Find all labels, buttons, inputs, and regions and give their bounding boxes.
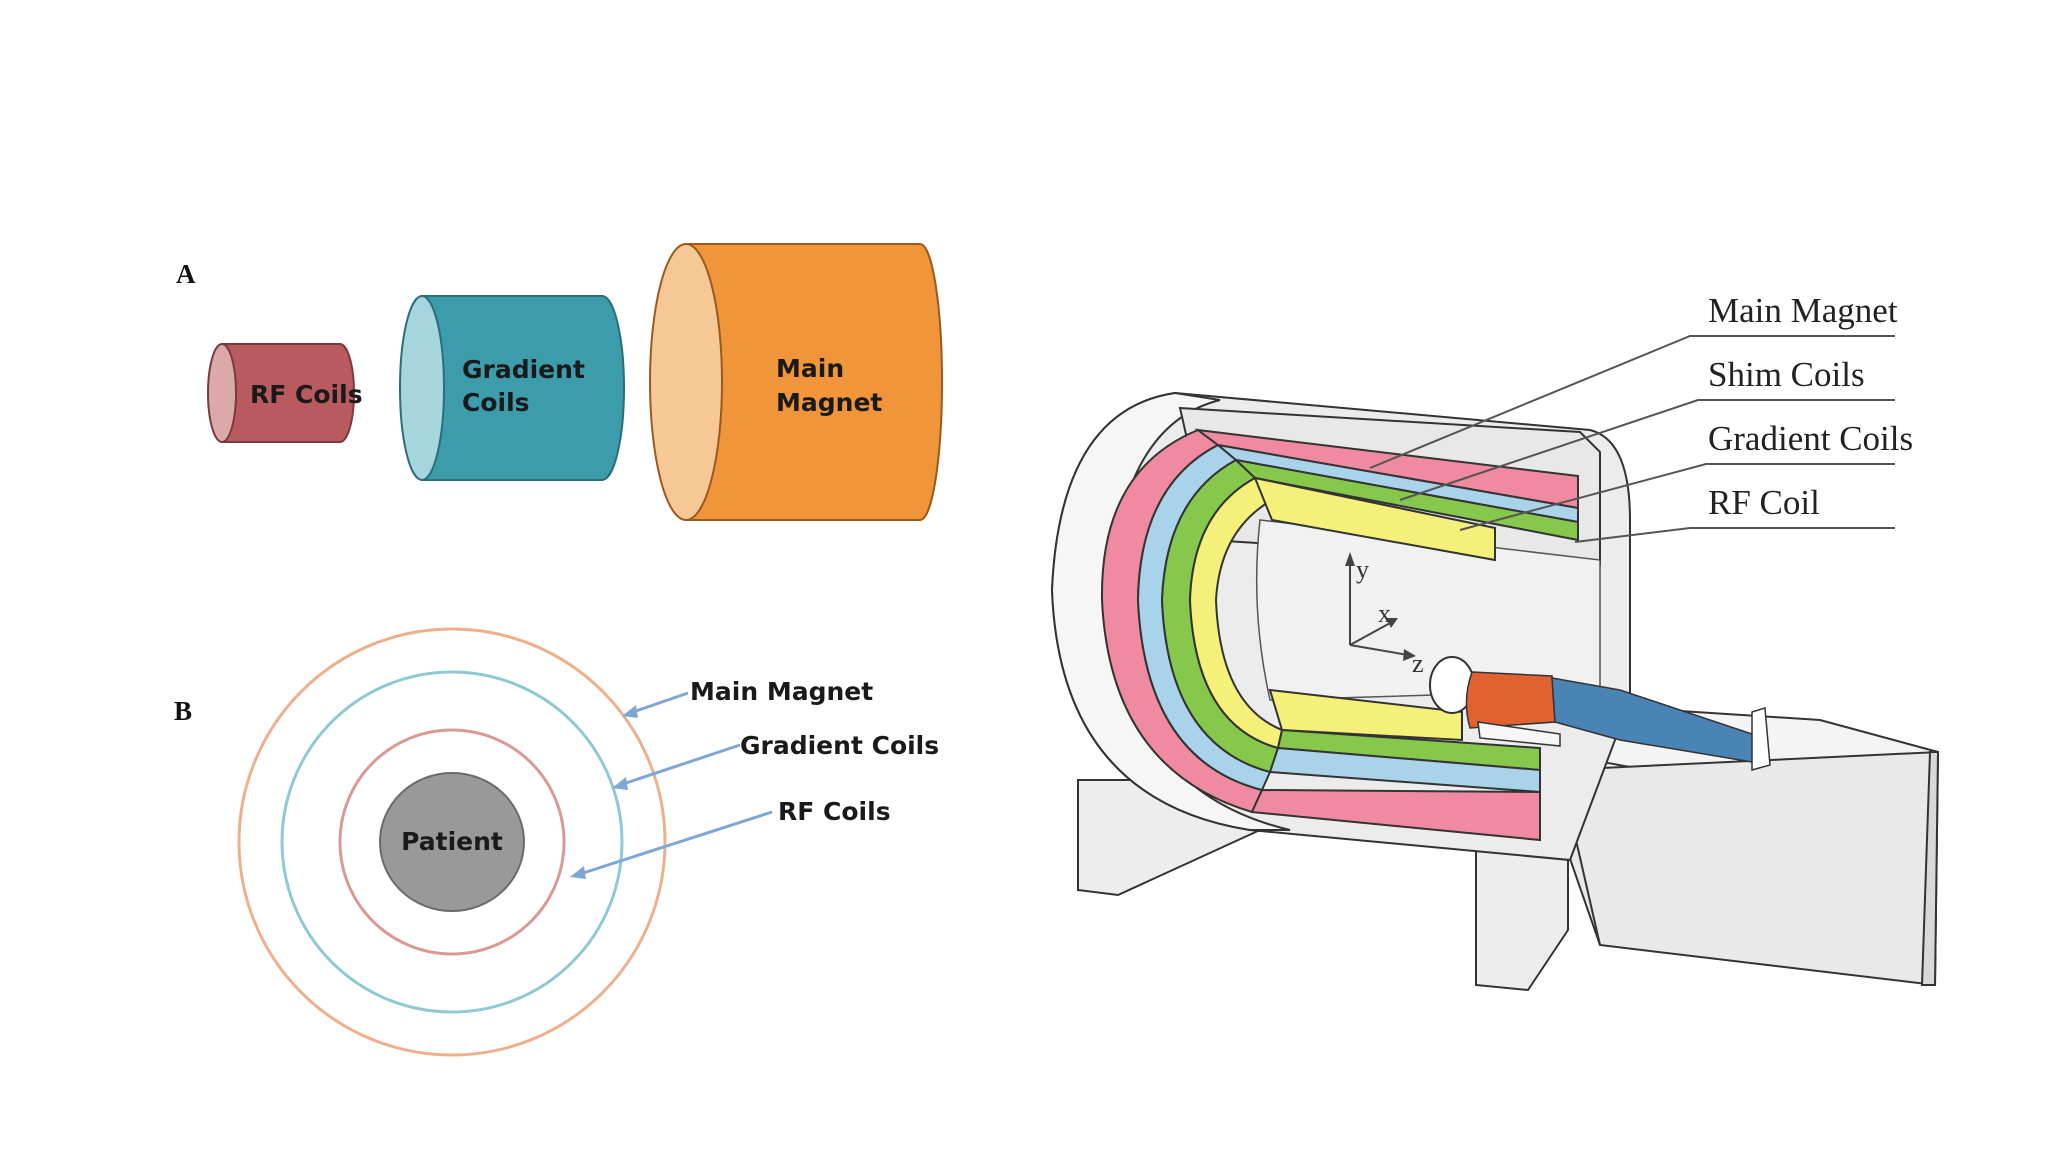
- ring-main-magnet: [237, 627, 667, 1057]
- gradient-coils-cylinder-face: [399, 295, 445, 481]
- axes-indicator: y x z: [1345, 552, 1424, 678]
- panel-b: B Patient Main Magnet Gradient Coils RF …: [174, 627, 939, 1057]
- gradient-coils-cylinder-label-line-2: Coils: [462, 388, 530, 417]
- gradient-coils-cylinder: Gradient Coils: [399, 295, 625, 481]
- axis-x-label: x: [1378, 599, 1391, 628]
- rf-coils-cylinder-face: [207, 343, 237, 443]
- label-gradient-coils: Gradient Coils: [740, 731, 939, 760]
- scanner-bore: [1255, 519, 1601, 701]
- ring-gradient-coils: [280, 670, 624, 1014]
- patient-feet: [1751, 707, 1771, 771]
- axis-x-head: [1386, 618, 1398, 628]
- scanner-base-foot-right: [1475, 844, 1569, 992]
- axis-z-line: [1349, 644, 1409, 656]
- label-main-magnet: Main Magnet: [690, 677, 873, 706]
- arrow-main-magnet: [629, 691, 689, 715]
- patient-table-front: [1559, 750, 1940, 987]
- axis-z-label: z: [1412, 649, 1424, 678]
- panel-b-letter: B: [174, 696, 192, 726]
- rf-coils-cylinder-label: RF Coils: [250, 380, 363, 409]
- main-magnet-cylinder-body: [685, 243, 943, 521]
- scanner-label-main-magnet: Main Magnet: [1708, 291, 1898, 330]
- panel-a-letter: A: [176, 259, 196, 289]
- arrow-gradient-coils-head: [612, 777, 628, 790]
- layer-rf-top: [1253, 476, 1496, 562]
- arrow-rf-coils: [579, 810, 773, 876]
- leader-gradient-coils: [1459, 463, 1895, 531]
- axis-y-head: [1345, 552, 1355, 566]
- main-magnet-cylinder-label-line-2: Magnet: [776, 388, 882, 417]
- scanner-label-shim-coils: Shim Coils: [1708, 355, 1865, 394]
- leader-shim-coils: [1399, 399, 1895, 501]
- axis-z-head: [1403, 649, 1416, 661]
- label-rf-coils: RF Coils: [778, 797, 891, 826]
- gradient-coils-cylinder-label-line-1: Gradient: [462, 355, 585, 384]
- panel-b-arrows: [570, 691, 773, 879]
- scanner-leader-lines: [1369, 335, 1895, 543]
- main-magnet-cylinder-label-line-1: Main: [776, 354, 844, 383]
- rf-coils-cylinder: RF Coils: [207, 343, 363, 443]
- gradient-coils-cylinder-body: [421, 295, 625, 481]
- ring-rf-coils: [338, 728, 566, 956]
- patient-figure: [1429, 656, 1771, 771]
- layer-gradient-top: [1232, 458, 1579, 542]
- mri-scanner-cutaway: y x z Main Magnet Shim Coils Gradient Co…: [1050, 291, 1940, 992]
- layer-main-magnet-bottom: [1250, 788, 1541, 842]
- layer-shim-bottom: [1268, 746, 1541, 794]
- axis-x-line: [1349, 621, 1393, 646]
- panel-a: A RF Coils Gradient Coils Main Magnet: [176, 243, 943, 521]
- scanner-label-gradient-coils: Gradient Coils: [1708, 419, 1913, 458]
- main-magnet-cylinder-face: [649, 243, 723, 521]
- scanner-label-rf-coil: RF Coil: [1708, 483, 1820, 522]
- arrow-main-magnet-head: [622, 705, 638, 718]
- leader-main-magnet: [1369, 335, 1895, 469]
- patient-disc: [379, 772, 525, 912]
- arrow-rf-coils-head: [570, 866, 586, 879]
- patient-torso: [1465, 671, 1556, 729]
- layer-rf-bottom: [1268, 688, 1463, 742]
- patient-arm: [1477, 721, 1561, 747]
- rf-coils-cylinder-body: [221, 343, 355, 443]
- main-magnet-cylinder: Main Magnet: [649, 243, 943, 521]
- leader-rf-coil: [1574, 527, 1895, 543]
- axis-y-label: y: [1356, 555, 1369, 584]
- patient-table-side: [1920, 751, 1940, 986]
- patient-label: Patient: [401, 827, 503, 856]
- arrow-gradient-coils: [619, 743, 741, 787]
